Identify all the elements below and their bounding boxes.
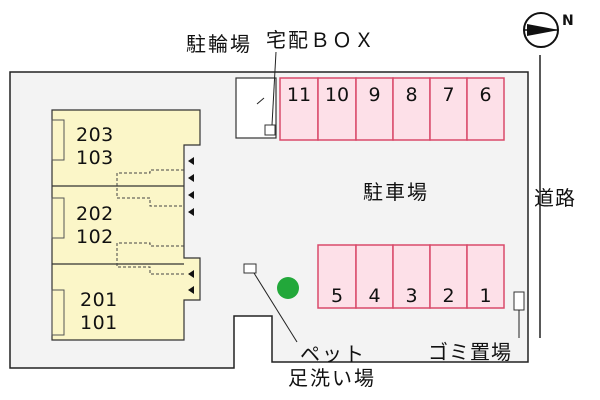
bicycle-parking-label: 駐輪場 <box>186 32 252 56</box>
parking-space-number: 9 <box>368 84 381 106</box>
tree-icon <box>277 277 299 299</box>
unit-label: 103 <box>76 147 114 169</box>
unit-label: 202 <box>76 203 114 225</box>
compass-icon <box>523 12 559 48</box>
unit-label: 101 <box>80 312 118 334</box>
parking-space-number: 10 <box>324 84 350 106</box>
parking-space-number: 5 <box>330 285 344 307</box>
road-label: 道路 <box>534 186 576 210</box>
pet-wash-station <box>243 263 257 274</box>
garbage-label: ゴミ置場 <box>428 340 512 364</box>
parking-space-number: 11 <box>286 84 312 106</box>
parking-lot-label: 駐車場 <box>363 180 429 204</box>
delivery-box-label: 宅配ＢＯＸ <box>266 28 376 52</box>
unit-label: 203 <box>76 124 114 146</box>
apartment-building <box>51 109 201 341</box>
pet-wash-label-line2: 足洗い場 <box>288 366 376 390</box>
parking-space-number: 3 <box>405 285 418 307</box>
parking-space-number: 2 <box>442 285 455 307</box>
compass-north-label: N <box>562 13 574 29</box>
parking-space-number: 1 <box>479 285 492 307</box>
parking-bottom-row <box>317 244 505 309</box>
parking-space-number: 7 <box>442 84 455 106</box>
unit-label: 102 <box>76 226 114 248</box>
parking-top-row <box>279 77 505 141</box>
delivery-box <box>264 124 276 136</box>
garbage-area <box>513 291 525 311</box>
parking-space-number: 6 <box>479 84 492 106</box>
unit-label: 201 <box>80 289 118 311</box>
pet-wash-label-line1: ペット <box>300 342 366 366</box>
entrance-markers <box>188 157 194 294</box>
parking-space-number: 4 <box>368 285 381 307</box>
corridor-lines <box>116 169 184 275</box>
parking-space-number: 8 <box>405 84 418 106</box>
